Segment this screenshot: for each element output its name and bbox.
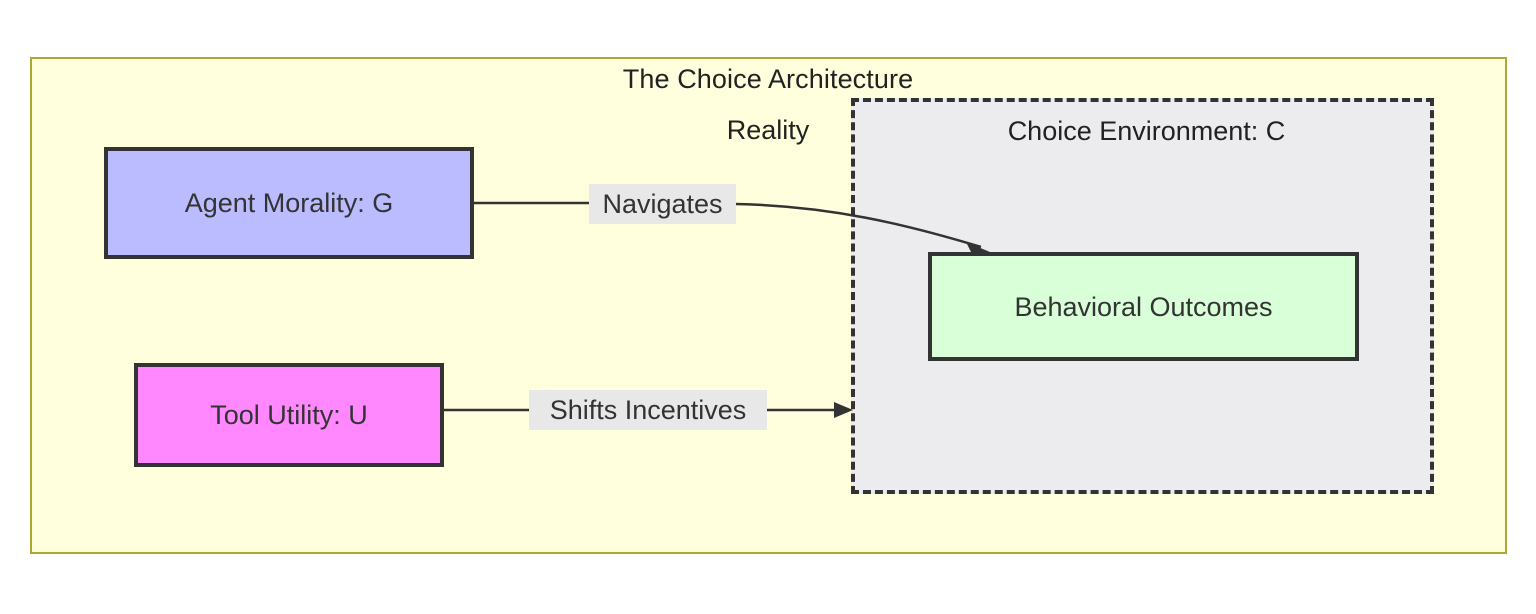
- node-behavioral-outcomes-label: Behavioral Outcomes: [1014, 291, 1273, 322]
- diagram-subtitle-text: Reality: [726, 115, 810, 145]
- edge-label-shifts-incentives: Shifts Incentives: [529, 390, 767, 430]
- edge-label-navigates: Navigates: [589, 184, 736, 224]
- node-tool-utility-label: Tool Utility: U: [210, 400, 368, 430]
- node-agent-morality-label: Agent Morality: G: [184, 188, 394, 218]
- subgraph-title: Choice Environment: C: [1007, 116, 1286, 146]
- diagram-title-text: The Choice Architecture: [622, 64, 914, 94]
- node-behavioral-outcomes[interactable]: Behavioral Outcomes: [928, 252, 1359, 361]
- diagram-subtitle: Reality: [0, 113, 1536, 147]
- node-agent-morality[interactable]: Agent Morality: G: [104, 147, 474, 259]
- node-tool-utility[interactable]: Tool Utility: U: [134, 363, 444, 467]
- diagram-title: The Choice Architecture: [0, 62, 1536, 96]
